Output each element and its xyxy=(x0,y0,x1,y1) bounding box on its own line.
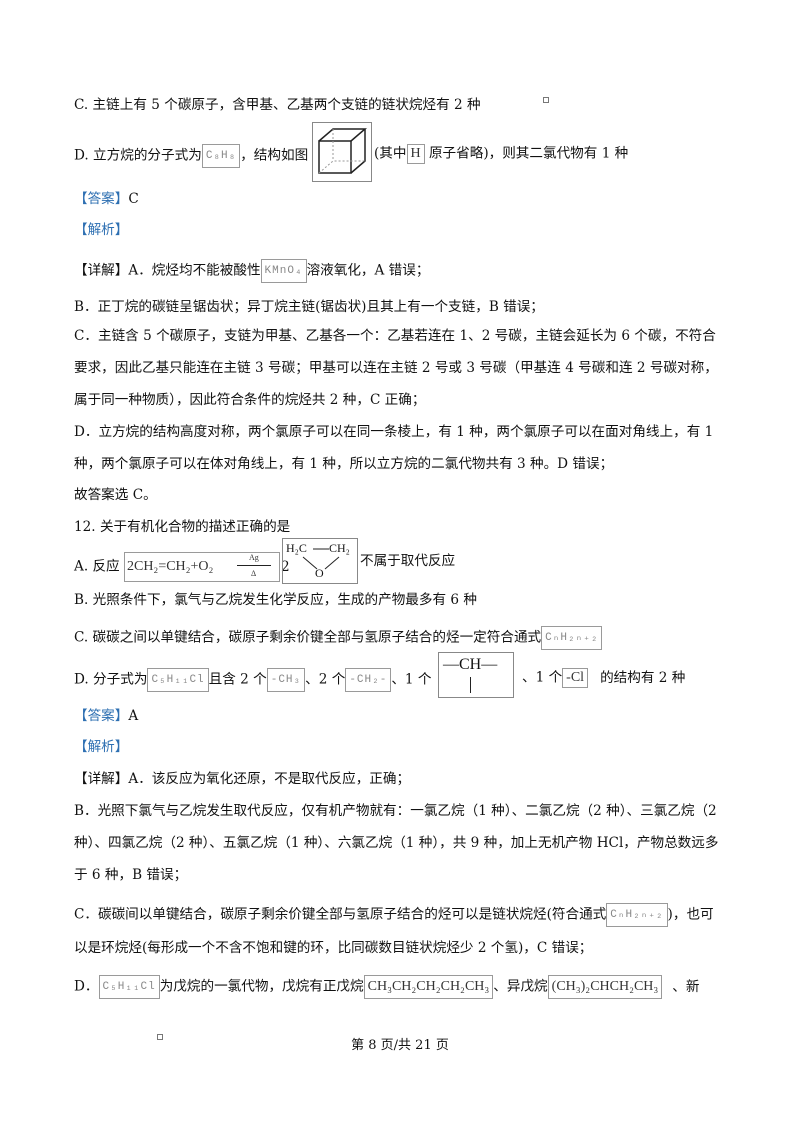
q12-option-b: B. 光照条件下，氯气与乙烷发生化学反应，生成的产物最多有 6 种 xyxy=(74,592,477,608)
cube-figure xyxy=(312,122,372,182)
q12-detail-b3: 于 6 种，B 错误； xyxy=(74,867,188,883)
q11-answer: 【答案】C xyxy=(74,191,139,207)
q12-analysis-tag: 【解析】 xyxy=(74,739,129,755)
formula-cl: -Cl xyxy=(562,668,589,688)
ch-bond-line xyxy=(470,677,471,693)
formula-cnh2n2: CₙH₂ₙ₊₂ xyxy=(541,626,603,650)
q11-detail-d1: D．立方烷的结构高度对称，两个氯原子可以在同一条棱上，有 1 种，两个氯原子可以… xyxy=(74,424,714,440)
formula-cnh2n2-detail: CₙH₂ₙ₊₂ xyxy=(606,903,668,927)
q12-detail-b2: 种）、四氯乙烷（2 种）、五氯乙烷（1 种）、六氯乙烷（1 种），共 9 种，加… xyxy=(74,835,719,851)
q11-conclusion: 故答案选 C。 xyxy=(74,487,157,503)
formula-ch3: -CH₃ xyxy=(266,668,306,692)
formula-ch2: -CH₂- xyxy=(345,668,392,692)
formula-n-pentane: CH₃CH₂CH₂CH₂CH₃ xyxy=(363,975,494,999)
q11-detail-d2: 种，两个氯原子可以在体对角线上，有 1 种，所以立方烷的二氯代物共有 3 种。D… xyxy=(74,456,614,472)
epoxide-structure: H₂C CH₂ O xyxy=(282,538,358,584)
marker-square-bottom xyxy=(157,1034,163,1040)
page-footer: 第 8 页/共 21 页 xyxy=(351,1038,449,1053)
q11-detail-c2: 要求，因此乙基只能连在主链 3 号碳；甲基可以连在主链 2 号或 3 号碳（甲基… xyxy=(74,360,718,376)
reaction-arrow xyxy=(236,565,271,566)
cube-icon xyxy=(318,128,368,174)
q11-detail-c1: C．主链含 5 个碳原子，支链为甲基、乙基各一个：乙基若连在 1、2 号碳，主链… xyxy=(74,328,716,344)
ch-group-box: —CH— xyxy=(438,652,514,698)
reaction-equation: 2CH₂=CH₂+O₂ Ag Δ xyxy=(123,552,280,582)
formula-kmno4: KMnO₄ xyxy=(260,259,307,283)
q12-answer: 【答案】A xyxy=(74,708,139,724)
q11-detail-c3: 属于同一种物质），因此符合条件的烷烃共 2 种，C 正确； xyxy=(74,392,426,408)
q12-detail-a: 【详解】A．该反应为氧化还原，不是取代反应，正确； xyxy=(74,771,411,787)
q12-stem: 12. 关于有机化合物的描述正确的是 xyxy=(74,519,291,535)
formula-c5h11cl: C₅H₁₁Cl xyxy=(147,668,209,692)
formula-c8h8: C₈H₈ xyxy=(201,144,241,168)
formula-isopentane: (CH₃)₂CHCH₂CH₃ xyxy=(547,975,663,999)
epoxide-bonds-icon xyxy=(302,548,340,570)
formula-h: H xyxy=(406,144,425,164)
q12-detail-c1: C．碳碳间以单键结合，碳原子剩余价键全部与氢原子结合的烃可以是链状烷烃(符合通式… xyxy=(74,903,714,927)
q12-option-a: A. 反应 2CH₂=CH₂+O₂ Ag Δ 2 xyxy=(74,552,290,582)
q11-analysis-tag: 【解析】 xyxy=(74,222,129,238)
q12-detail-c2: 以是环烷烃(每形成一个不含不饱和键的环，比同碳数目链状烷烃少 2 个氢)，C 错… xyxy=(74,940,593,956)
q12-detail-b1: B．光照下氯气与乙烷发生取代反应，仅有机产物就有：一氯乙烷（1 种）、二氯乙烷（… xyxy=(74,803,717,819)
q12-option-a-tail: 不属于取代反应 xyxy=(360,553,456,569)
marker-square-top xyxy=(543,97,549,103)
q11-option-c: C. 主链上有 5 个碳原子，含甲基、乙基两个支链的链状烷烃有 2 种 xyxy=(74,97,481,113)
formula-c5h11cl-detail: C₅H₁₁Cl xyxy=(98,975,160,999)
q11-detail-b: B．正丁烷的碳链呈锯齿状；异丁烷主链(锯齿状)且其上有一个支链，B 错误； xyxy=(74,299,544,315)
